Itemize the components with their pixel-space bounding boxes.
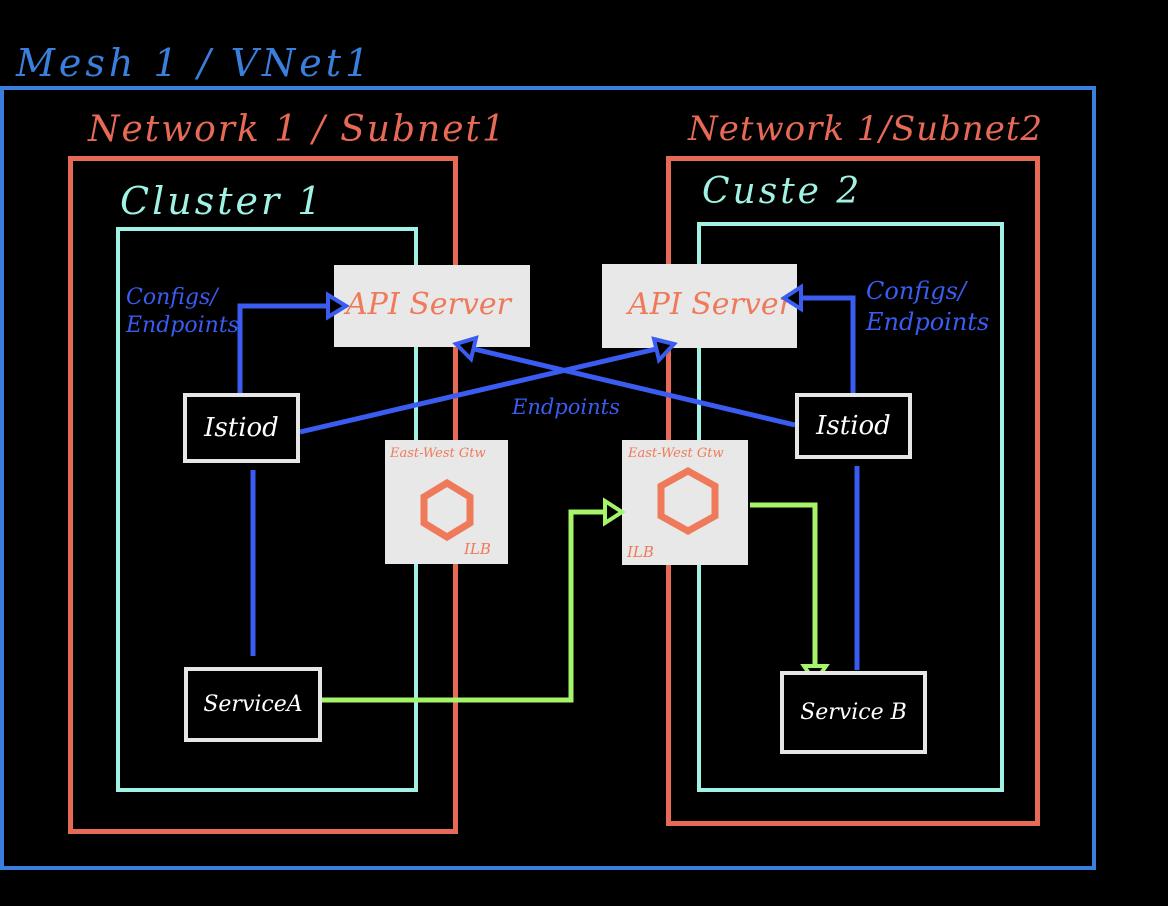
mesh-boundary [0,86,1096,870]
service-b: Service B [780,671,927,754]
gateway-1-ilb-label: ILB [464,540,491,558]
istiod-2-label: Istiod [816,411,891,441]
istiod-2-cross-arrowhead [452,335,479,363]
east-west-gateway-1 [385,440,508,564]
network-2-label: Network 1/Subnet2 [688,109,1044,149]
istiod-1: Istiod [183,393,300,463]
network-1-label: Network 1 / Subnet1 [88,109,507,150]
gateway-2-title: East-West Gtw [628,446,724,461]
api-server-2-label: API Server [628,287,793,322]
gateway-1-title: East-West Gtw [390,446,486,461]
service-a-label: ServiceA [203,692,303,717]
mesh-label: Mesh 1 / VNet1 [16,41,374,85]
api-server-1-label: API Server [346,287,511,322]
service-a: ServiceA [184,667,322,742]
service-a-traffic-arrowhead [603,497,626,527]
cross-endpoints-label: Endpoints [512,395,620,419]
cluster-2-label: Custe 2 [702,171,863,212]
hexagon-2-icon [657,466,719,536]
api-server-1 [334,265,530,347]
gateway-2-ilb-label: ILB [627,543,654,561]
cluster-1-configs-label: Configs/ Endpoints [126,285,239,338]
hexagon-1-icon [420,478,474,542]
istiod-1-config-arrow [237,303,332,394]
east-west-gateway-2 [622,440,748,565]
istiod-2-cross-arrow [473,346,796,428]
istiod-1-config-arrowhead [326,291,350,321]
istiod-1-label: Istiod [204,413,279,443]
istiod-2-config-arrowhead [780,283,803,313]
gateway-2-traffic-arrow [750,502,818,666]
istiod-1-cross-arrow [299,346,657,435]
service-b-label: Service B [800,700,907,725]
istiod-2: Istiod [795,393,912,459]
cluster-2-configs-label: Configs/ Endpoints [866,277,990,337]
cluster-1-label: Cluster 1 [120,179,325,223]
istiod-2-config-arrow [800,295,856,394]
istiod-1-cross-arrowhead [651,336,678,365]
service-a-traffic-arrow [318,509,606,703]
api-server-2 [602,264,797,348]
